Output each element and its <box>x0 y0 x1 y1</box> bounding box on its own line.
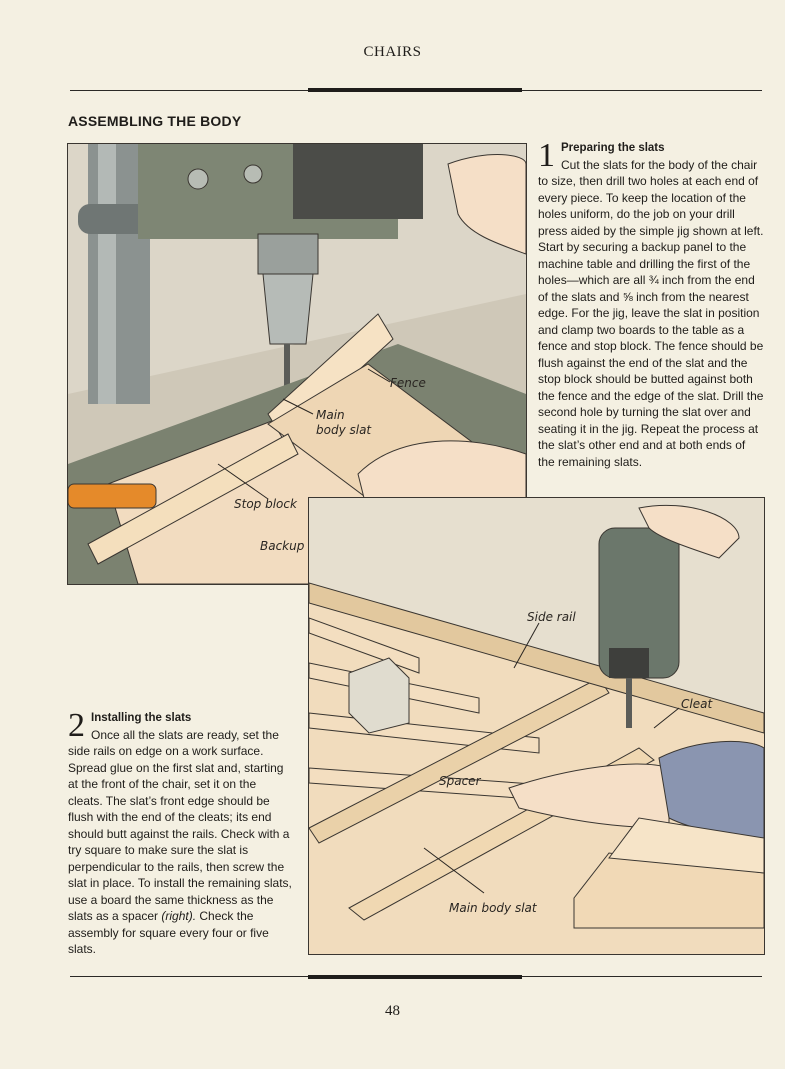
step-1-title: Preparing the slats <box>561 142 665 154</box>
label-main-body-slat-line1: Main <box>316 408 345 422</box>
top-rule-accent <box>308 88 522 92</box>
drill-press-illustration: Fence Main body slat Stop block Backup p… <box>68 144 526 584</box>
label-stop-block: Stop block <box>234 497 298 511</box>
bottom-rule-accent <box>308 975 522 979</box>
step-1-number: 1 <box>538 137 555 174</box>
label-main-body-slat: Main body slat <box>449 901 538 915</box>
label-spacer: Spacer <box>439 774 482 788</box>
step-2-body-part1: Once all the slats are ready, set the si… <box>68 727 292 924</box>
label-fence: Fence <box>390 376 426 390</box>
slat-installation-illustration: Side rail Cleat Spacer Main body slat <box>309 498 764 954</box>
step-1-body: Cut the slats for the body of the chair … <box>538 157 764 469</box>
label-main-body-slat-line2: body slat <box>316 423 372 437</box>
chapter-header: CHAIRS <box>363 44 422 60</box>
label-cleat: Cleat <box>681 697 713 711</box>
step-2-body-part2: Check the assembly for square every four… <box>68 909 269 956</box>
step-2-text: 2 Installing the slats Once all the slat… <box>68 707 294 958</box>
figure-drill-press-jig: Fence Main body slat Stop block Backup p… <box>67 143 527 585</box>
section-title: ASSEMBLING THE BODY <box>68 113 242 129</box>
label-side-rail: Side rail <box>527 610 576 624</box>
step-2-title: Installing the slats <box>91 712 192 724</box>
step-2-number: 2 <box>68 707 85 744</box>
figure-installing-slats: Side rail Cleat Spacer Main body slat <box>308 497 765 955</box>
step-1-text: 1 Preparing the slats Cut the slats for … <box>538 137 764 470</box>
page-number: 48 <box>385 1003 400 1019</box>
step-2-body-italic: (right). <box>161 909 197 923</box>
